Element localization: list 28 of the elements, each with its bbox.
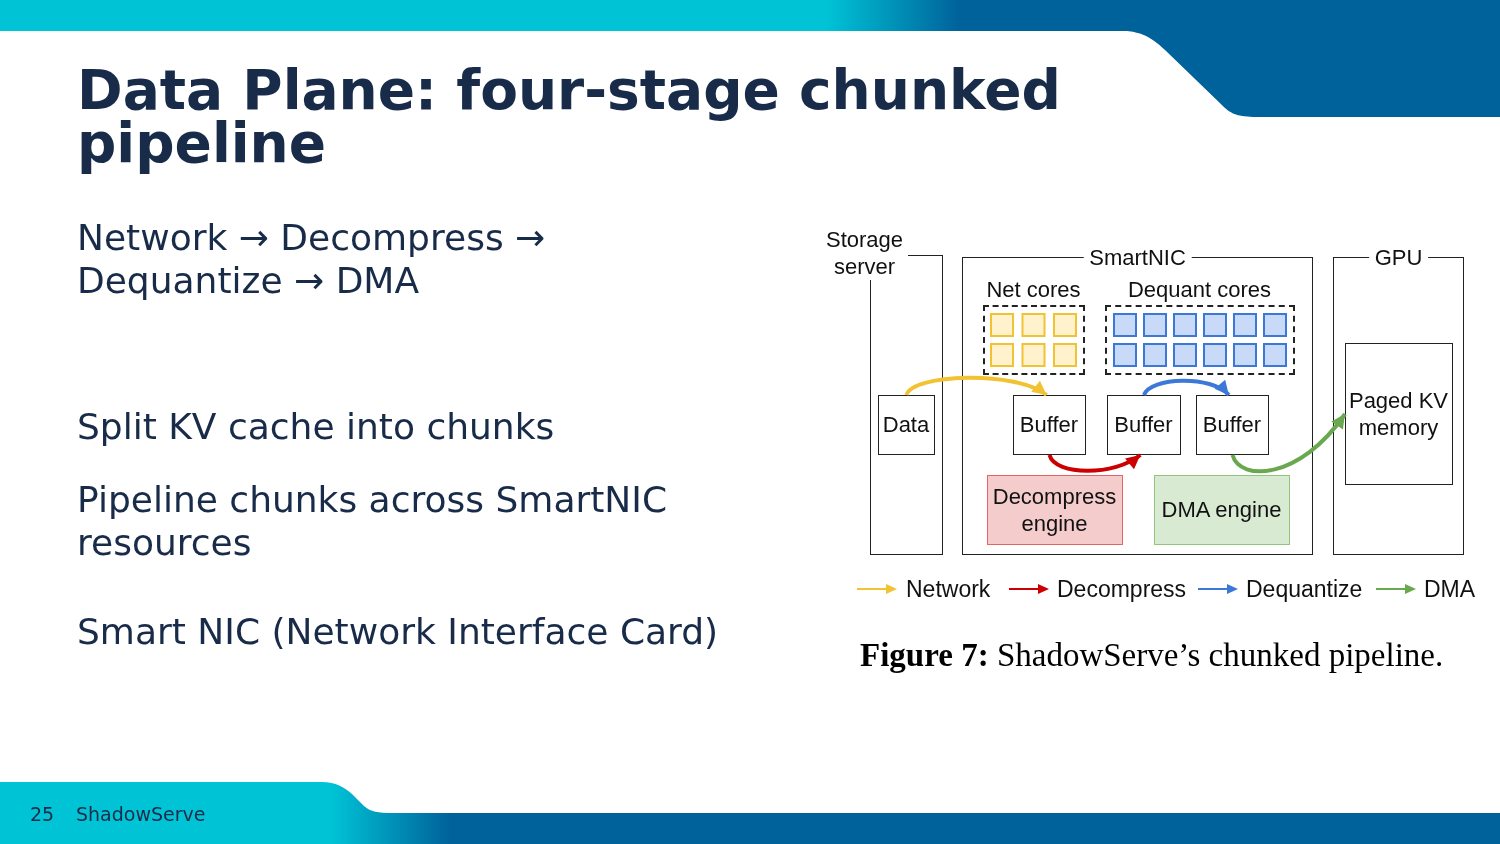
legend-label: Dequantize xyxy=(1246,575,1363,603)
bullet-text: Split KV cache into chunks xyxy=(77,405,555,448)
engine-block xyxy=(1153,474,1290,545)
block-label: Decompress engine xyxy=(991,482,1118,537)
buffer-block xyxy=(1012,394,1086,455)
bullet-text: Network → Decompress → Dequantize → DMA xyxy=(77,216,547,302)
block-label: Buffer xyxy=(1202,411,1262,438)
group-heading: Net cores xyxy=(986,275,1081,303)
legend-label: DMA xyxy=(1424,575,1476,603)
block-label: DMA engine xyxy=(1161,496,1282,523)
legend-label: Network xyxy=(906,575,991,603)
bullet-text: Smart NIC (Network Interface Card) xyxy=(77,610,719,653)
memory-block xyxy=(1344,342,1453,485)
buffer-block xyxy=(1106,394,1181,455)
bullet-text: Pipeline chunks across SmartNIC resources xyxy=(77,478,669,564)
figure-caption: Figure 7: ShadowServe’s chunked pipeline. xyxy=(860,636,1444,675)
block-label: Paged KV memory xyxy=(1347,386,1450,441)
engine-block xyxy=(986,474,1123,545)
page-number: 25 xyxy=(30,803,55,826)
block-label: Buffer xyxy=(1019,411,1079,438)
footer-text: ShadowServe xyxy=(76,803,206,826)
block-label: Buffer xyxy=(1114,411,1173,438)
arrow xyxy=(904,375,1048,397)
buffer-block xyxy=(1195,394,1269,455)
block-label: Data xyxy=(882,411,930,438)
data-block xyxy=(877,394,935,455)
legend-label: Decompress xyxy=(1057,575,1187,603)
group-heading: Dequant cores xyxy=(1127,275,1272,303)
